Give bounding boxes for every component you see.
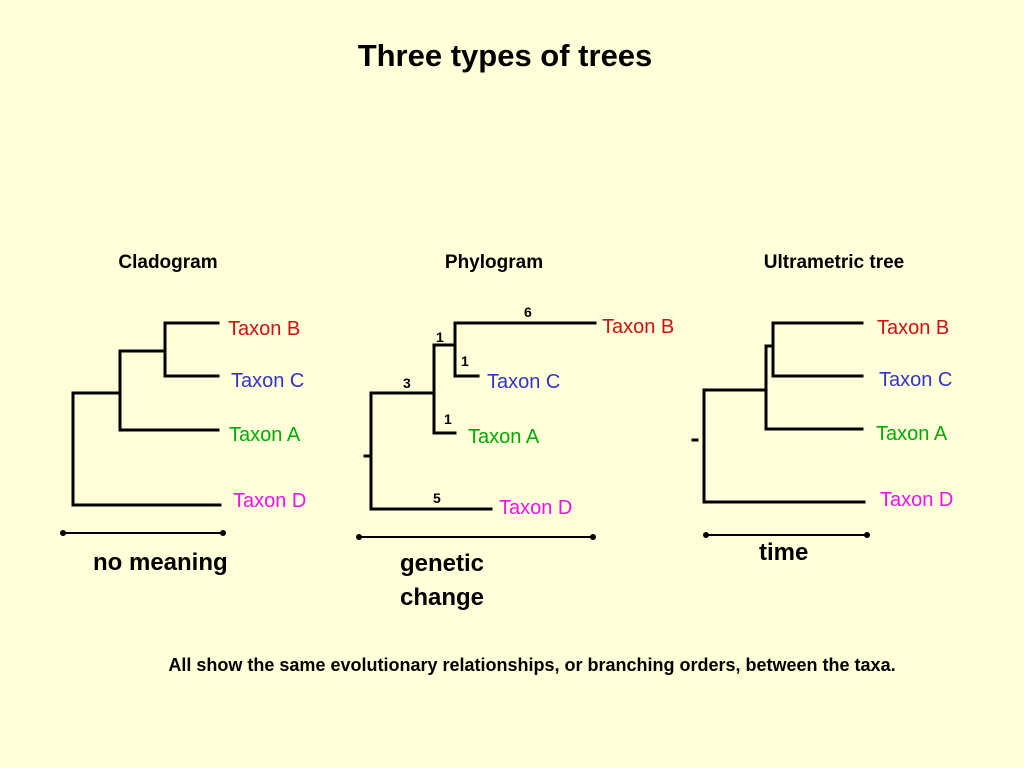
phylogram-branch-lengths: 6 1 1 1 3 5: [403, 304, 532, 506]
ultrametric-taxon-d: Taxon D: [880, 489, 953, 511]
ultrametric-heading: Ultrametric tree: [764, 252, 904, 273]
branch-length-b: 6: [524, 304, 532, 320]
cladogram-taxon-d: Taxon D: [233, 490, 306, 512]
cladogram-branches: [71, 321, 222, 507]
ultrametric-axis-endpoint: [703, 532, 709, 538]
phylogram-axis-endpoint: [356, 534, 362, 540]
phylogram-branches: [363, 321, 597, 511]
phylogram-taxon-a: Taxon A: [468, 426, 540, 448]
phylogram-axis-endpoint: [590, 534, 596, 540]
cladogram-heading: Cladogram: [118, 252, 217, 273]
branch-length-bc: 1: [436, 329, 444, 345]
phylogram-panel: Phylogram 6 1 1 1 3 5 Taxon: [356, 252, 674, 540]
branch-length-d: 5: [433, 490, 441, 506]
ultrametric-taxon-a: Taxon A: [876, 423, 948, 445]
cladogram-taxon-a: Taxon A: [229, 424, 301, 446]
phylogram-axis-label: genetic change: [400, 550, 485, 611]
phylogram-taxon-d: Taxon D: [499, 497, 572, 519]
cladogram-panel: Cladogram Taxon B Taxon C Taxon A Taxon …: [60, 252, 306, 536]
phylogram-taxon-c: Taxon C: [487, 371, 560, 393]
ultrametric-axis-endpoint: [864, 532, 870, 538]
ultrametric-taxon-b: Taxon B: [877, 317, 949, 339]
cladogram-axis-endpoint: [60, 530, 66, 536]
cladogram-axis-endpoint: [220, 530, 226, 536]
cladogram-taxon-c: Taxon C: [231, 370, 304, 392]
ultrametric-axis-label: time: [759, 539, 809, 566]
branch-length-bca: 3: [403, 375, 411, 391]
ultrametric-branches: [691, 321, 866, 504]
branch-length-a: 1: [444, 411, 452, 427]
slide-title: Three types of trees: [357, 38, 653, 73]
footnote: All show the same evolutionary relations…: [168, 655, 896, 675]
ultrametric-taxon-c: Taxon C: [879, 369, 952, 391]
ultrametric-panel: Ultrametric tree Taxon B Taxon C Taxon A…: [691, 252, 953, 538]
branch-length-c: 1: [461, 353, 469, 369]
phylogram-taxon-b: Taxon B: [602, 316, 674, 338]
phylogram-heading: Phylogram: [445, 252, 543, 273]
cladogram-taxon-b: Taxon B: [228, 318, 300, 340]
cladogram-axis-label: no meaning: [93, 549, 228, 576]
